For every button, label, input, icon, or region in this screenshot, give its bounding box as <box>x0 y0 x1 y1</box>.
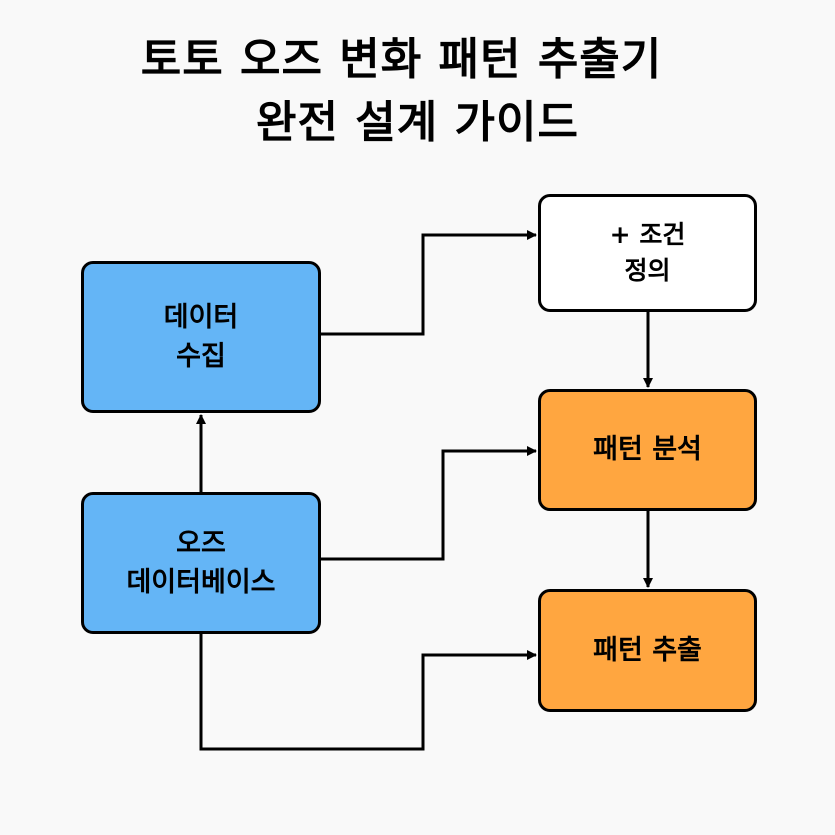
node-data-collection-line-2: 수집 <box>176 341 226 372</box>
node-pattern-extraction: 패턴 추출 <box>538 589 757 712</box>
edge-collect-to-condition <box>321 230 537 336</box>
diagram-title-line-2: 완전 설계 가이드 <box>256 97 579 148</box>
node-pattern-extraction-label: 패턴 추출 <box>593 634 702 666</box>
node-data-collection-line-1: 데이터 <box>163 301 239 333</box>
edge-oddsdb-to-analysis <box>321 446 537 561</box>
diagram-title-line-1: 토토 오즈 변화 패턴 추출기 <box>140 34 663 85</box>
node-odds-database-line-1: 오즈 <box>176 527 226 559</box>
node-condition-definition-line-1: + 조건 <box>609 219 686 249</box>
node-pattern-analysis-label: 패턴 분석 <box>593 434 702 466</box>
node-pattern-analysis: 패턴 분석 <box>538 389 757 511</box>
node-odds-database: 오즈 데이터베이스 <box>81 492 321 634</box>
node-odds-database-line-2: 데이터베이스 <box>126 567 276 598</box>
node-data-collection: 데이터 수집 <box>81 261 321 413</box>
node-condition-definition-line-2: 정의 <box>624 256 671 285</box>
edge-oddsdb-to-extract <box>199 634 537 751</box>
node-condition-definition: + 조건 정의 <box>538 194 757 312</box>
